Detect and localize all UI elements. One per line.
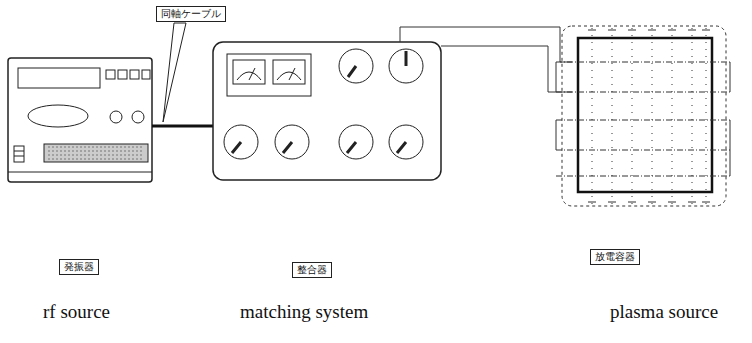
part-name-box: 放電容器 xyxy=(590,249,640,265)
matching-device xyxy=(213,42,441,180)
node-text: 整合器 xyxy=(297,264,327,276)
node-text: 放電容器 xyxy=(595,251,635,263)
rf-source-device xyxy=(8,58,152,182)
node-text: 同軸ケーブル xyxy=(161,8,221,20)
plasma-source-device xyxy=(556,26,730,206)
device-label: plasma source xyxy=(610,301,718,323)
node-text: 発振器 xyxy=(64,261,94,273)
callout-tail xyxy=(163,23,186,122)
device-label: rf source xyxy=(43,301,110,323)
callout-box: 同軸ケーブル xyxy=(156,6,226,22)
device-label: matching system xyxy=(240,301,368,323)
part-name-box: 整合器 xyxy=(292,262,332,278)
coaxial-cable xyxy=(152,125,213,128)
part-name-box: 発振器 xyxy=(59,259,99,275)
feed-wires xyxy=(400,27,572,92)
